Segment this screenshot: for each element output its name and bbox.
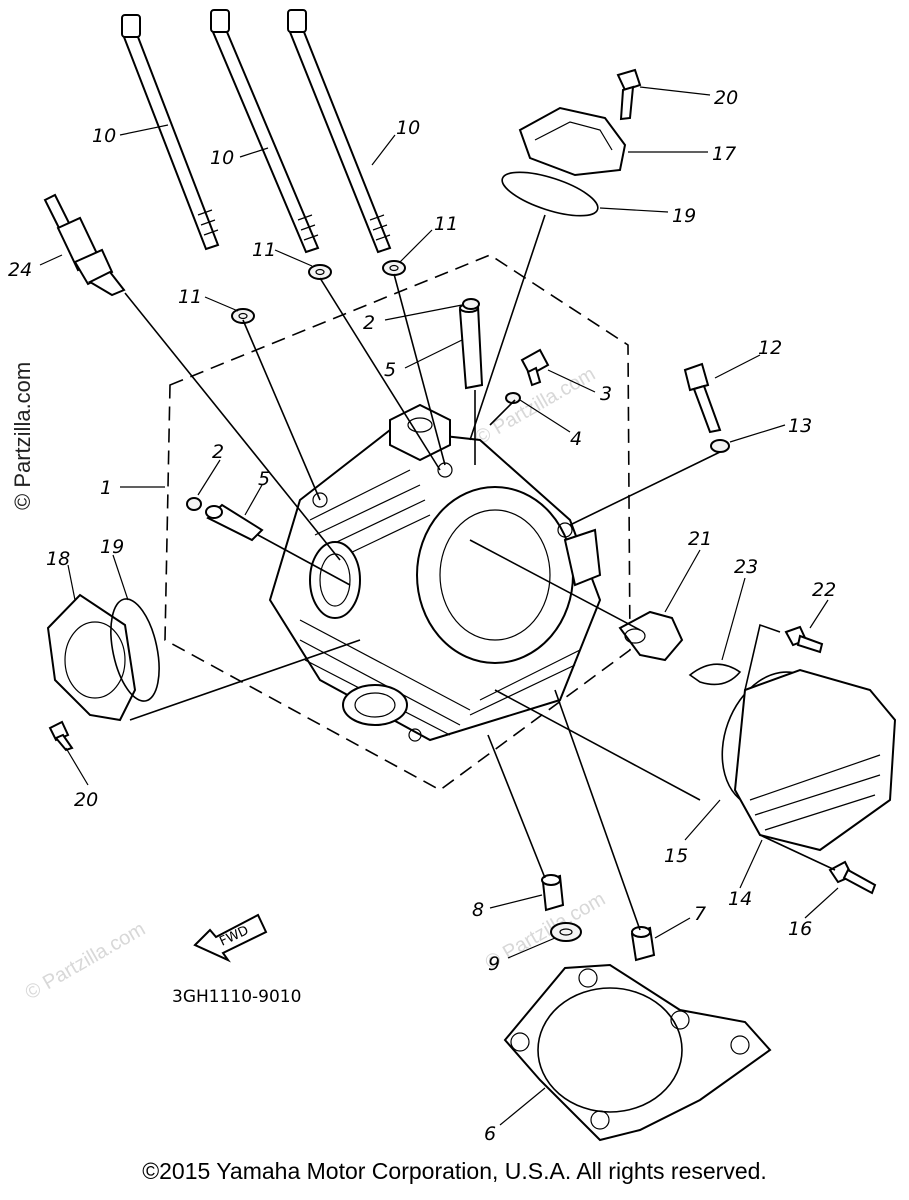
callout-5: 5 bbox=[258, 468, 270, 490]
cylinder-head bbox=[268, 403, 602, 742]
callout-17: 17 bbox=[712, 143, 736, 165]
fwd-arrow: FWD bbox=[193, 913, 268, 963]
callout-19: 19 bbox=[100, 536, 124, 558]
reference-code: 3GH1110-9010 bbox=[172, 987, 301, 1007]
callout-21: 21 bbox=[688, 528, 712, 550]
callout-6: 6 bbox=[484, 1123, 496, 1145]
tappet-cap-top bbox=[501, 68, 642, 217]
callout-1: 1 bbox=[100, 477, 112, 499]
head-bolts bbox=[121, 9, 392, 254]
assembly-boundary bbox=[164, 254, 631, 791]
small-bolts bbox=[505, 348, 550, 404]
callout-19: 19 bbox=[672, 205, 696, 227]
callout-20: 20 bbox=[74, 789, 98, 811]
callout-11: 11 bbox=[178, 286, 202, 308]
callout-11: 11 bbox=[434, 213, 458, 235]
spark-plug bbox=[43, 193, 126, 297]
callout-23: 23 bbox=[734, 556, 758, 578]
callout-11: 11 bbox=[252, 239, 276, 261]
callout-10: 10 bbox=[396, 117, 420, 139]
callout-5: 5 bbox=[384, 359, 396, 381]
valve-cover bbox=[721, 668, 897, 895]
callout-12: 12 bbox=[758, 337, 782, 359]
dowels bbox=[186, 298, 484, 542]
callout-2: 2 bbox=[212, 441, 224, 463]
head-gasket bbox=[503, 963, 772, 1142]
copyright-footer: ©2015 Yamaha Motor Corporation, U.S.A. A… bbox=[142, 1158, 767, 1184]
callout-9: 9 bbox=[488, 953, 500, 975]
callout-10: 10 bbox=[92, 125, 116, 147]
watermark-vertical: © Partzilla.com bbox=[10, 362, 35, 510]
assembly-lines bbox=[124, 214, 836, 931]
callout-18: 18 bbox=[46, 548, 70, 570]
callout-4: 4 bbox=[570, 428, 582, 450]
lower-dowels bbox=[541, 874, 656, 962]
callout-24: 24 bbox=[8, 259, 32, 281]
callout-20: 20 bbox=[714, 87, 738, 109]
callout-3: 3 bbox=[600, 383, 612, 405]
callout-13: 13 bbox=[788, 415, 812, 437]
leader-lines bbox=[39, 86, 839, 1126]
washers bbox=[231, 260, 406, 324]
callout-14: 14 bbox=[728, 888, 752, 910]
callout-8: 8 bbox=[472, 899, 484, 921]
callout-16: 16 bbox=[788, 918, 812, 940]
callout-7: 7 bbox=[694, 903, 706, 925]
callouts: 10 10 10 11 11 11 24 2 5 3 4 12 13 20 17… bbox=[8, 87, 836, 1145]
callout-15: 15 bbox=[664, 845, 688, 867]
callout-2: 2 bbox=[363, 312, 375, 334]
bracket-assembly bbox=[618, 610, 824, 686]
bolt-12 bbox=[683, 362, 730, 453]
callout-22: 22 bbox=[812, 579, 836, 601]
side-cap-left bbox=[46, 593, 160, 752]
watermark-faint: © Partzilla.com bbox=[22, 918, 150, 1004]
callout-10: 10 bbox=[210, 147, 234, 169]
